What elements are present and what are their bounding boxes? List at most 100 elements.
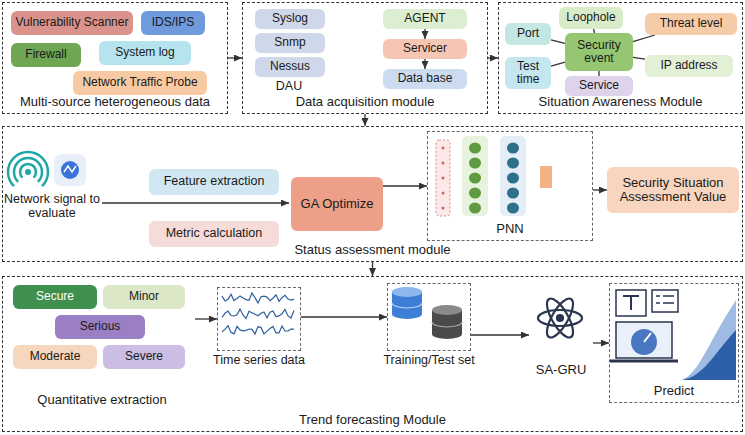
- box-label: Secure: [36, 290, 74, 303]
- box-label: Metric calculation: [166, 227, 263, 241]
- connector: [228, 57, 242, 58]
- box-label: Threat level: [660, 17, 723, 30]
- process-box: Data base: [383, 69, 467, 89]
- caption: Data acquisition module: [243, 95, 487, 110]
- process-box: Security Situation Assessment Value: [607, 167, 739, 213]
- connector: [471, 334, 529, 335]
- connector: [593, 189, 607, 190]
- box-label: Syslog: [272, 12, 308, 25]
- caption: Trend forecasting Module: [3, 413, 742, 428]
- connector: [551, 40, 565, 44]
- box-label: Servicer: [403, 42, 447, 55]
- box-label: Loophole: [566, 11, 615, 24]
- module-panel: Data acquisition module SyslogSnmpNessus A…: [242, 2, 488, 114]
- box-label: System log: [115, 46, 174, 59]
- process-box: IDS/IPS: [141, 11, 205, 35]
- box-label: Moderate: [30, 350, 81, 363]
- process-box: Metric calculation: [149, 221, 279, 247]
- illustration-box: Predict: [609, 283, 739, 403]
- database-icons: [392, 287, 462, 339]
- box-label: IP address: [660, 59, 717, 72]
- process-box: Servicer: [383, 39, 467, 59]
- time-series-chart: [222, 293, 294, 334]
- connector: [633, 57, 645, 59]
- process-box: Firewall: [11, 43, 81, 67]
- process-box: IP address: [645, 55, 733, 77]
- box-label: Security event: [569, 39, 629, 65]
- process-box: Nessus: [255, 57, 325, 77]
- module-panel: Multi-source heterogeneous data Vulnerabi…: [2, 2, 228, 114]
- box-label: Snmp: [274, 36, 305, 49]
- process-box: Feature extraction: [149, 169, 279, 195]
- caption: Multi-source heterogeneous data: [3, 95, 227, 110]
- group: SA-GRU: [529, 289, 593, 381]
- connector: [372, 262, 373, 276]
- process-box: Severe: [103, 345, 185, 369]
- connector: [424, 59, 425, 69]
- process-box: Snmp: [255, 33, 325, 53]
- signal-icons: [8, 152, 86, 186]
- box-label: Feature extraction: [164, 175, 265, 189]
- process-box: Secure: [13, 285, 97, 309]
- connector: [551, 62, 565, 66]
- predict-icons: [610, 290, 736, 380]
- illustration-box: Time series data: [217, 287, 301, 351]
- process-box: AGENT: [383, 9, 467, 29]
- process-box: Loophole: [559, 7, 623, 29]
- process-box: System log: [99, 41, 191, 65]
- process-box: GA Optimize: [291, 177, 383, 231]
- illustration-box: PNN: [427, 131, 593, 241]
- module-panel: Trend forecasting Module Quantitative ext…: [2, 276, 743, 432]
- process-box: Network Traffic Probe: [73, 71, 207, 95]
- box-label: Severe: [125, 350, 163, 363]
- illustration-box: Training/Test set: [387, 283, 471, 351]
- caption: PNN: [428, 222, 592, 237]
- process-box: Moderate: [13, 345, 97, 369]
- label: DAU: [254, 79, 324, 93]
- caption: Status assessment module: [3, 243, 742, 258]
- caption: Time series data: [188, 353, 330, 367]
- process-box: Service: [565, 76, 633, 96]
- connector: [488, 57, 498, 58]
- caption: Training/Test set: [358, 353, 500, 367]
- connector: [383, 185, 427, 186]
- process-box: Minor: [103, 285, 185, 309]
- process-box: Syslog: [255, 9, 325, 29]
- process-box: Port: [505, 23, 551, 45]
- caption: Situation Awareness Module: [499, 95, 742, 110]
- box-label: Vulnerability Scanner: [16, 16, 129, 29]
- box-label: AGENT: [404, 12, 445, 25]
- box-label: Security Situation Assessment Value: [611, 176, 735, 205]
- signal-arrow: [102, 202, 289, 203]
- box-label: GA Optimize: [301, 197, 374, 211]
- process-box: Test time: [505, 57, 551, 89]
- box-label: Firewall: [25, 48, 66, 61]
- pnn-network: [436, 136, 552, 216]
- box-label: IDS/IPS: [152, 16, 195, 29]
- caption: Quantitative extraction: [9, 393, 195, 408]
- box-label: Nessus: [270, 60, 310, 73]
- connector: [364, 114, 365, 126]
- box-label: Minor: [129, 290, 159, 303]
- box-label: Network Traffic Probe: [82, 76, 197, 89]
- process-box: Threat level: [645, 13, 737, 35]
- connector: [593, 342, 609, 343]
- caption: SA-GRU: [529, 363, 593, 378]
- box-label: Service: [579, 79, 619, 92]
- atom-icon: [538, 295, 582, 341]
- module-panel: Situation Awareness Module Port LoopholeSe…: [498, 2, 743, 114]
- process-box: Serious: [55, 315, 145, 339]
- process-box: Vulnerability Scanner: [11, 11, 133, 35]
- box-label: Port: [517, 27, 539, 40]
- connector: [301, 316, 387, 317]
- process-box: Security event: [565, 33, 633, 71]
- box-label: Data base: [398, 72, 453, 85]
- connector: [195, 318, 217, 319]
- connector: [633, 35, 655, 42]
- module-panel: Status assessment module Feature extracti…: [2, 126, 743, 262]
- caption: Predict: [610, 384, 738, 399]
- label: Network signal to evaluate: [4, 192, 100, 221]
- box-label: Serious: [80, 320, 121, 333]
- group: Quantitative extraction Secure MinorSeriou…: [9, 281, 195, 411]
